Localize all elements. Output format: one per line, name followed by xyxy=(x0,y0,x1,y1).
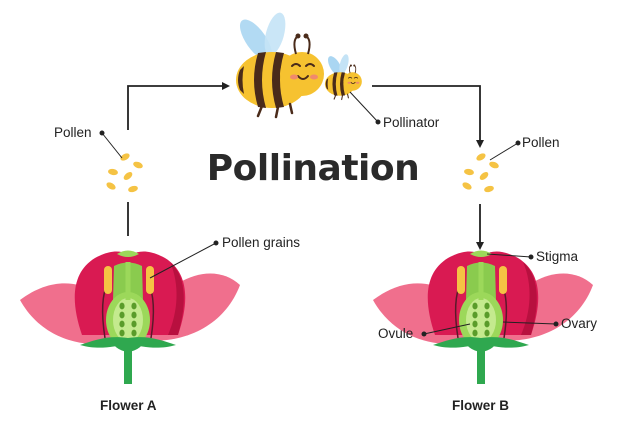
pollen-cluster-left xyxy=(106,153,143,193)
leader-lines xyxy=(99,91,559,337)
pollen-cluster-right xyxy=(462,153,499,193)
flower-a-label: Flower A xyxy=(100,398,157,413)
flower-b-label: Flower B xyxy=(452,398,510,413)
label-pollen-grains: Pollen grains xyxy=(222,235,301,250)
small-bee xyxy=(324,54,363,101)
flower-a-illustration xyxy=(19,249,241,385)
label-pollinator: Pollinator xyxy=(383,115,440,130)
label-ovule: Ovule xyxy=(378,326,414,341)
diagram-title: Pollination xyxy=(206,148,420,189)
label-pollen-right: Pollen xyxy=(522,135,560,150)
arrow-flower-a-to-bee xyxy=(127,82,230,130)
cycle-arrows xyxy=(127,82,484,250)
label-pollen-left: Pollen xyxy=(54,125,92,140)
big-bee xyxy=(234,12,326,119)
flower-b-illustration xyxy=(372,249,594,385)
label-ovary: Ovary xyxy=(561,316,598,331)
label-stigma: Stigma xyxy=(536,249,579,264)
arrow-bee-to-flower-b xyxy=(372,85,484,148)
